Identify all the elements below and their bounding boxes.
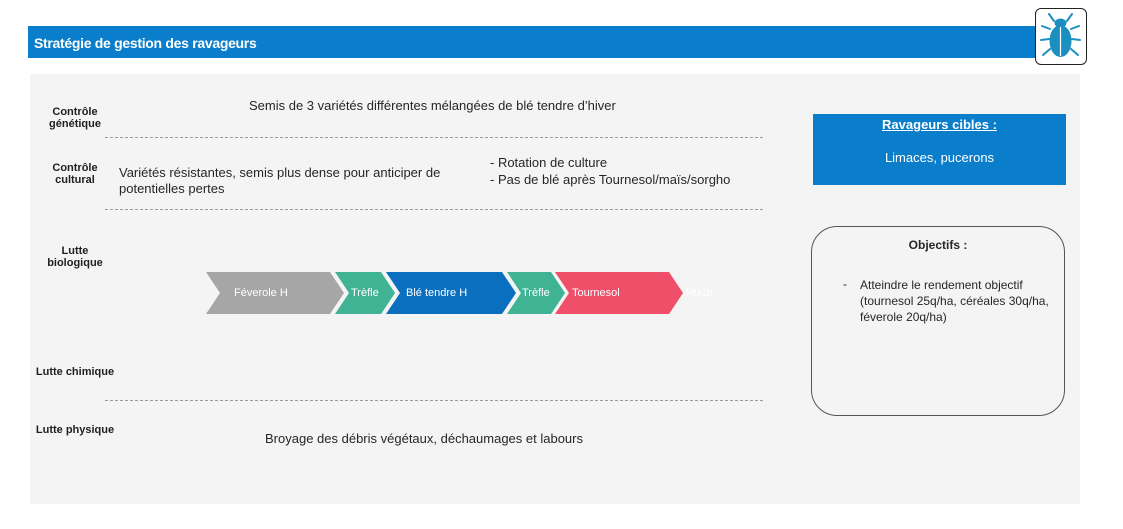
objectives-bullet: - [843, 277, 847, 291]
cultural-bullet-2: - Pas de blé après Tournesol/maïs/sorgho [490, 172, 731, 187]
target-pests-box: Ravageurs cibles : Limaces, pucerons [813, 114, 1066, 185]
genetic-control-text: Semis de 3 variétés différentes mélangée… [249, 98, 616, 113]
separator [105, 137, 763, 138]
logo [1035, 8, 1087, 65]
rotation-step-label: Tournesol [572, 287, 620, 299]
label-biological-control: Lutte biologique [47, 245, 103, 269]
header-bar: Stratégie de gestion des ravageurs [28, 26, 1036, 58]
separator [105, 400, 763, 401]
label-genetic-control: Contrôle génétique [49, 106, 101, 130]
label-cultural-control: Contrôle cultural [52, 162, 98, 186]
rotation-step-label: Trèfle [522, 287, 550, 299]
rotation-trailing-text: Texte [684, 285, 713, 299]
rotation-step-ble-tendre: Blé tendre H [386, 272, 516, 314]
objectives-text: Atteindre le rendement objectif (tournes… [860, 278, 1049, 324]
separator [105, 209, 763, 210]
objectives-title: Objectifs : [908, 238, 968, 252]
rotation-step-feverole: Féverole H [206, 272, 344, 314]
rotation-step-label: Féverole H [234, 287, 288, 299]
beetle-icon [1040, 13, 1081, 57]
label-physical-control: Lutte physique [35, 424, 115, 436]
objectives-box: Objectifs : - Atteindre le rendement obj… [811, 226, 1065, 416]
cultural-bullet-1: - Rotation de culture [490, 155, 608, 170]
rotation-step-label: Blé tendre H [406, 287, 468, 299]
rotation-step-label: Trèfle [351, 287, 379, 299]
label-chemical-control: Lutte chimique [35, 366, 115, 378]
rotation-step-tournesol: Tournesol [555, 272, 683, 314]
cultural-control-text: Variétés résistantes, semis plus dense p… [119, 165, 441, 196]
target-pests-list: Limaces, pucerons [884, 150, 995, 165]
physical-control-text: Broyage des débris végétaux, déchaumages… [265, 431, 583, 446]
page-title: Stratégie de gestion des ravageurs [34, 35, 257, 51]
target-pests-title: Ravageurs cibles : [882, 117, 997, 132]
